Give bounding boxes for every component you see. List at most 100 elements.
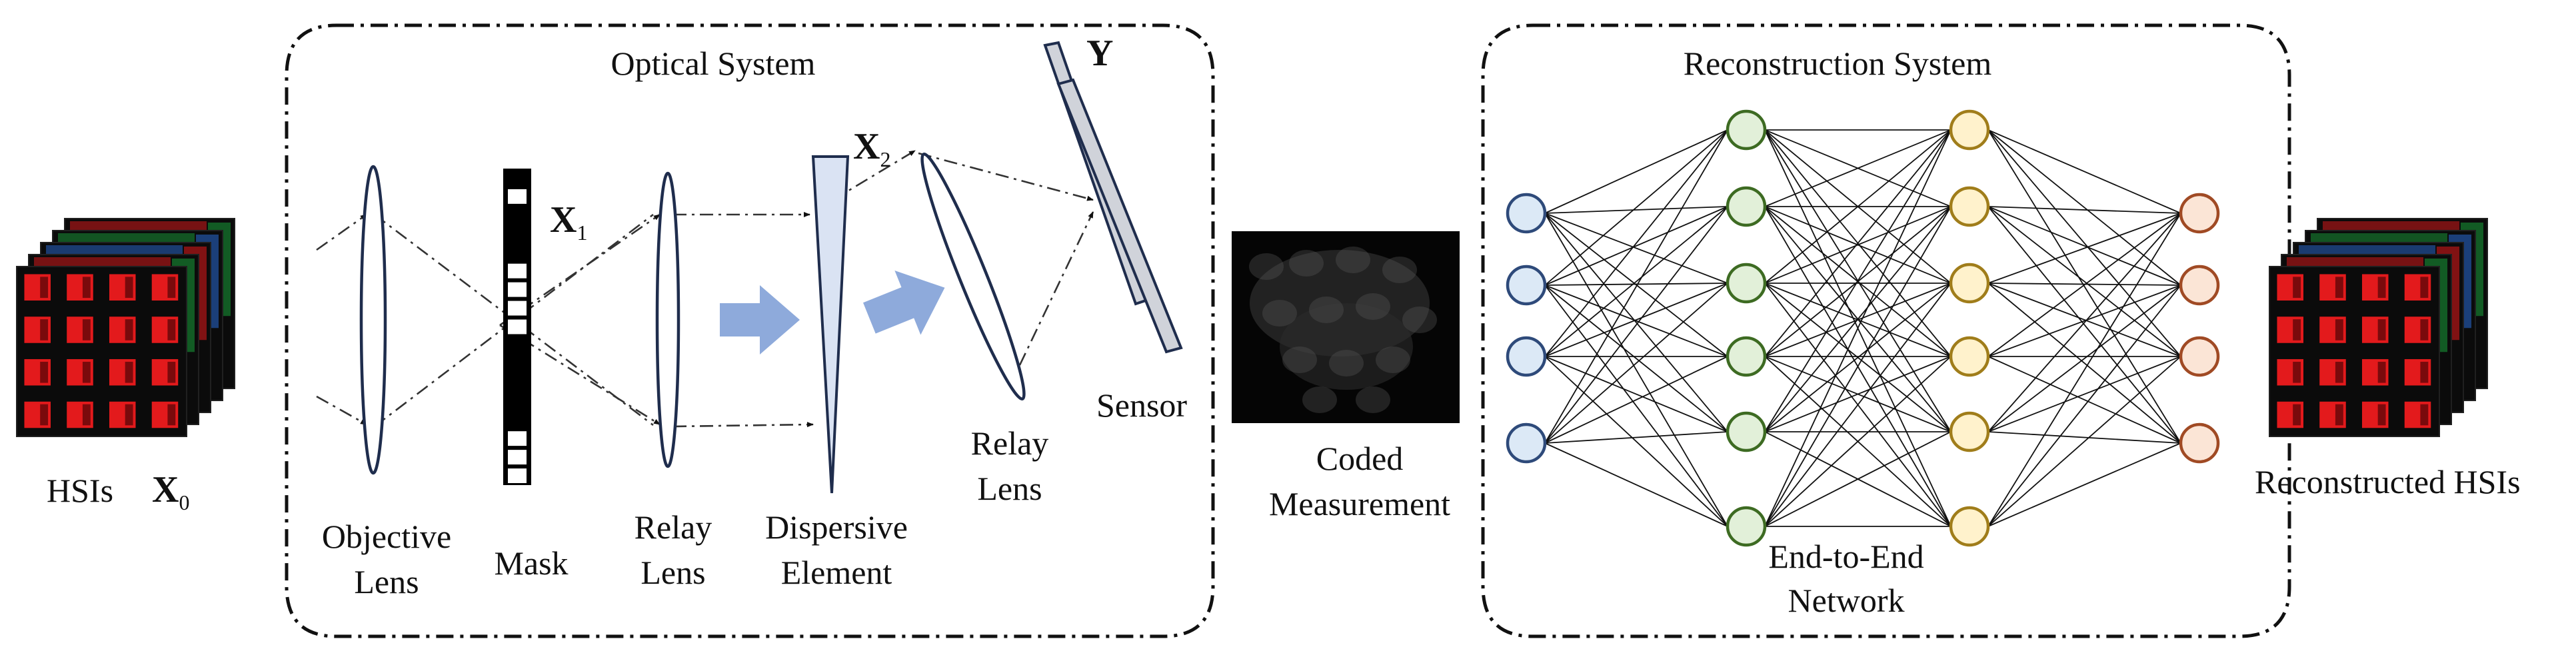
network-edge [1544,206,1728,444]
network-node [1726,263,1767,304]
relay-lens-2-label-1: Relay [971,424,1049,462]
network-edge [1764,129,1951,357]
relay-lens-1-label-1: Relay [635,508,712,546]
network-edge [1987,285,2181,357]
x2-symbol: X2 [853,126,890,171]
network-node [1949,336,1990,377]
network-edge [1544,129,1728,357]
network-node [2179,265,2220,306]
network-edge [1544,206,1728,214]
network-edge [1987,206,2181,444]
network-edge [1544,129,1728,444]
network-node [1949,109,1990,151]
neural-network [1506,109,2220,547]
optical-system-box [285,23,1215,638]
objective-lens-label-1: Objective [322,518,451,555]
network-edge [1764,129,1951,284]
dispersive-label-2: Element [781,554,892,591]
network-edge [1764,206,1951,527]
network-node [1506,193,1547,234]
network-edge [1544,285,1728,527]
network-edge [1544,356,1728,432]
network-edge [1987,213,2181,284]
coded-mask [503,169,531,485]
network-edge [1987,356,2181,527]
network-node [2179,422,2220,464]
network-node [1726,186,1767,227]
network-edge [1544,285,1728,432]
network-edge [1544,213,1728,432]
network-node [2179,193,2220,234]
network-edge [1764,356,1951,432]
mask-open-cell [508,468,527,483]
network-edge [1987,129,2181,357]
mask-label: Mask [494,544,568,582]
network-edge [1764,129,1951,527]
network-edge [1544,206,1728,357]
network-edge [1987,431,2181,444]
network-edge [1987,213,2181,432]
mask-open-cell [508,263,527,279]
x1-symbol: X1 [550,199,587,245]
network-edge [1987,356,2181,432]
network-edge [1764,129,1951,207]
network-edge [1544,129,1728,214]
network-node [1726,506,1767,547]
network-edge [1544,129,1728,286]
network-edge [1987,356,2181,444]
network-edge [1544,283,1728,357]
network-edge [1987,206,2181,286]
network-edge [1987,129,2181,214]
y-symbol: Y [1086,33,1113,74]
network-edge [1764,431,1951,527]
hsi-band [16,266,187,437]
network-edge [1764,206,1951,432]
network-edge [1544,213,1728,284]
network-edge [1764,356,1951,527]
input-hsi-cube [16,218,235,437]
network-node [1506,265,1547,306]
dispersive-element [811,155,850,494]
coded-label: Coded [1316,440,1404,477]
network-node [1726,411,1767,452]
network-node [1949,186,1990,227]
network-node [1949,263,1990,304]
network-node [1506,422,1547,464]
dispersive-label-1: Dispersive [765,508,908,546]
relay-lens-2 [920,153,1026,400]
network-label-1: End-to-End [1768,538,1924,575]
network-edge [1764,283,1951,432]
network-node [1949,411,1990,452]
hsi-band [2269,266,2440,437]
network-edge [1987,442,2181,527]
network-edge [1987,283,2181,357]
network-edge [1544,206,1728,286]
network-edge [1544,356,1728,527]
network-edge [1987,129,2181,444]
network-edge [1987,206,2181,214]
mask-open-cell [508,301,527,316]
network-node [2179,336,2220,377]
network-edge [1764,206,1951,284]
relay-lens-1-label-2: Lens [641,554,705,591]
optical-system-title: Optical System [611,45,816,82]
network-edge [1544,283,1728,286]
network-node [1726,336,1767,377]
network-node [1506,336,1547,377]
reconstructed-hsi-cube [2269,218,2488,437]
mask-open-cell [508,450,527,465]
network-edge [1544,431,1728,444]
network-edge [1544,442,1728,527]
network-edge [1987,283,2181,444]
relay-lens-1 [655,171,680,468]
relay-lens-2-label-2: Lens [977,470,1042,507]
mask-open-cell [508,189,527,204]
network-edge [1987,206,2181,357]
mask-open-cell [508,282,527,297]
reconstruction-system-title: Reconstruction System [1684,45,1992,82]
network-edge [1544,213,1728,357]
objective-lens [359,165,387,475]
reconstructed-hsis-label: Reconstructed HSIs [2255,463,2521,500]
x0-symbol: X0 [152,469,189,514]
